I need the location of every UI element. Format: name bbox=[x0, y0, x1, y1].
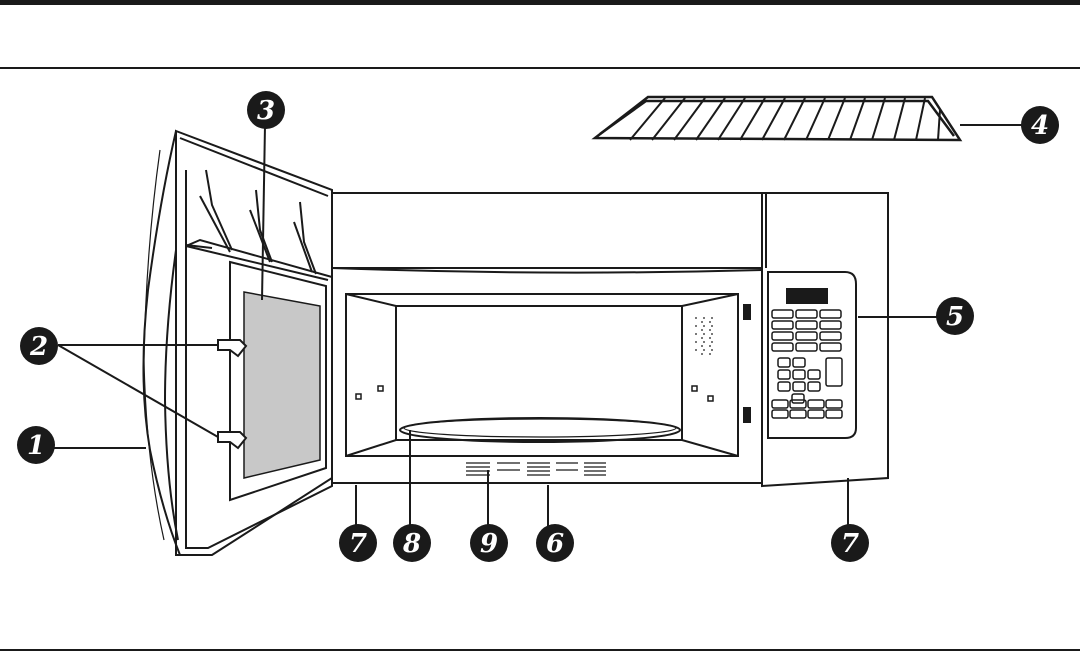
control-display bbox=[786, 288, 828, 304]
keypad-key-21 bbox=[792, 394, 804, 403]
callout-9-number: 9 bbox=[480, 529, 498, 559]
keypad-key-2 bbox=[820, 310, 841, 318]
keypad-key-7 bbox=[796, 332, 817, 340]
keypad-key-8 bbox=[820, 332, 841, 340]
keypad-key-25 bbox=[826, 400, 842, 408]
keypad-key-27 bbox=[790, 410, 806, 418]
vent-hole bbox=[701, 321, 703, 323]
vent-hole bbox=[701, 353, 703, 355]
callout-5-number: 5 bbox=[946, 302, 964, 332]
keypad-key-13 bbox=[793, 358, 805, 367]
callout-6-number: 6 bbox=[546, 529, 564, 559]
callout-7-left: 7 bbox=[339, 524, 377, 562]
latch-hole-upper bbox=[743, 304, 751, 320]
vent-hole bbox=[695, 333, 697, 335]
callout-1: 1 bbox=[17, 426, 55, 464]
keypad-key-1 bbox=[796, 310, 817, 318]
keypad-key-14 bbox=[778, 370, 790, 379]
latch-hole-lower bbox=[743, 407, 751, 423]
vent-hole bbox=[695, 349, 697, 351]
keypad-key-20 bbox=[826, 358, 842, 386]
callout-7-right: 7 bbox=[831, 524, 869, 562]
keypad-key-10 bbox=[796, 343, 817, 351]
vent-hole bbox=[709, 353, 711, 355]
callout-1-number: 1 bbox=[27, 431, 45, 461]
vent-hole bbox=[703, 317, 705, 319]
callout-7-right-number: 7 bbox=[841, 529, 859, 559]
callout-6: 6 bbox=[536, 524, 574, 562]
keypad-key-22 bbox=[772, 400, 788, 408]
keypad-key-19 bbox=[808, 382, 820, 391]
vent-hole bbox=[703, 341, 705, 343]
vent-hole bbox=[709, 345, 711, 347]
callout-2: 2 bbox=[20, 327, 58, 365]
top-border bbox=[0, 0, 1080, 5]
vent-hole bbox=[709, 337, 711, 339]
keypad-key-12 bbox=[778, 358, 790, 367]
keypad-key-9 bbox=[772, 343, 793, 351]
keypad-key-11 bbox=[820, 343, 841, 351]
callout-4-number: 4 bbox=[1031, 111, 1049, 141]
vent-hole bbox=[711, 349, 713, 351]
vent-hole bbox=[703, 333, 705, 335]
vent-hole bbox=[703, 325, 705, 327]
callout-8: 8 bbox=[393, 524, 431, 562]
callout-4: 4 bbox=[1021, 106, 1059, 144]
keypad-key-16 bbox=[808, 370, 820, 379]
leader-lines bbox=[50, 125, 1022, 560]
vent-hole bbox=[711, 325, 713, 327]
callout-3: 3 bbox=[247, 91, 285, 129]
vent-hole bbox=[703, 349, 705, 351]
cavity-vent-holes bbox=[695, 317, 713, 355]
keypad-key-28 bbox=[808, 410, 824, 418]
vent-hole bbox=[701, 329, 703, 331]
cavity-clips bbox=[356, 386, 713, 401]
vent-hole bbox=[701, 345, 703, 347]
keypad-key-5 bbox=[820, 321, 841, 329]
oven-rack bbox=[595, 97, 960, 140]
keypad-key-29 bbox=[826, 410, 842, 418]
control-keypad bbox=[772, 310, 842, 418]
keypad-key-6 bbox=[772, 332, 793, 340]
keypad-key-26 bbox=[772, 410, 788, 418]
callout-2-number: 2 bbox=[29, 332, 48, 362]
callout-8-number: 8 bbox=[402, 529, 421, 559]
keypad-key-3 bbox=[772, 321, 793, 329]
keypad-key-17 bbox=[778, 382, 790, 391]
keypad-key-24 bbox=[808, 400, 824, 408]
callout-9: 9 bbox=[470, 524, 508, 562]
keypad-key-0 bbox=[772, 310, 793, 318]
callout-7-left-number: 7 bbox=[349, 529, 367, 559]
vent-hole bbox=[709, 321, 711, 323]
door-latches bbox=[218, 340, 246, 448]
turntable bbox=[400, 418, 680, 442]
keypad-key-18 bbox=[793, 382, 805, 391]
callout-3-number: 3 bbox=[257, 96, 275, 126]
vent-hole bbox=[695, 317, 697, 319]
vent-hole bbox=[711, 333, 713, 335]
callout-5: 5 bbox=[936, 297, 974, 335]
vent-hole bbox=[695, 341, 697, 343]
vent-hole bbox=[711, 317, 713, 319]
door-window bbox=[244, 292, 320, 478]
vent-hole bbox=[711, 341, 713, 343]
vent-hole bbox=[695, 325, 697, 327]
vent-hole bbox=[709, 329, 711, 331]
keypad-key-15 bbox=[793, 370, 805, 379]
keypad-key-4 bbox=[796, 321, 817, 329]
vent-hole bbox=[701, 337, 703, 339]
